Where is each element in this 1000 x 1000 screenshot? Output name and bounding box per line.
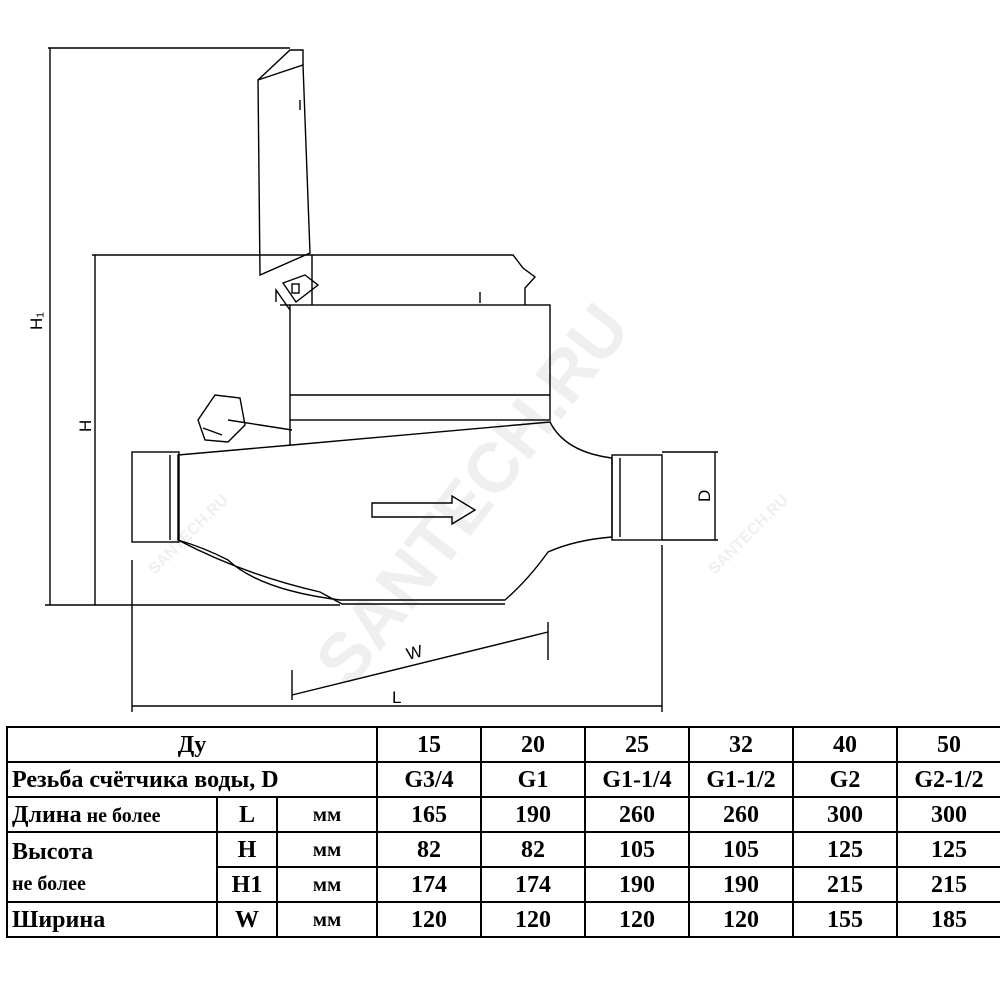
register-body (289, 304, 551, 421)
dim-label-h: H (76, 420, 95, 432)
height-value: 125 (896, 831, 1000, 868)
height-label-small: не более (12, 873, 86, 895)
height1-value: 174 (480, 866, 586, 903)
watermark-main: SANTECH.RU (300, 290, 644, 700)
height-value: 125 (792, 831, 898, 868)
dim-label-l: L (392, 688, 401, 707)
height1-value: 215 (896, 866, 1000, 903)
length-label: Длина не более (6, 796, 218, 833)
thread-value: G1-1/2 (688, 761, 794, 798)
du-value: 50 (896, 726, 1000, 763)
height1-value: 190 (688, 866, 794, 903)
register-top (312, 254, 537, 305)
thread-value: G1-1/4 (584, 761, 690, 798)
height1-symbol: H1 (216, 866, 278, 903)
length-value: 300 (896, 796, 1000, 833)
meter-lid (257, 64, 311, 277)
row-thread: Резьба счётчика воды, D G3/4 G1 G1-1/4 G… (6, 761, 1000, 798)
thread-label: Резьба счётчика воды, D (6, 761, 378, 798)
row-length: Длина не более L мм 165 190 260 260 300 … (6, 796, 1000, 833)
height-symbol: H (216, 831, 278, 868)
height-label: Высота не более (6, 831, 218, 903)
length-value: 260 (688, 796, 794, 833)
du-value: 32 (688, 726, 794, 763)
height-value: 82 (480, 831, 586, 868)
length-value: 190 (480, 796, 586, 833)
du-value: 20 (480, 726, 586, 763)
watermark-small-left: SANTECH.RU (146, 492, 232, 578)
dim-label-h1: H₁ (27, 312, 46, 330)
height-value: 105 (688, 831, 794, 868)
thread-value: G2-1/2 (896, 761, 1000, 798)
height1-value: 174 (376, 866, 482, 903)
width-value: 120 (688, 901, 794, 938)
row-height1: H1 мм 174 174 190 190 215 215 (7, 866, 1000, 903)
side-bolt (197, 394, 246, 443)
length-label-small: не более (81, 804, 161, 827)
width-value: 120 (584, 901, 690, 938)
du-value: 25 (584, 726, 690, 763)
height-value: 105 (584, 831, 690, 868)
lid-hinge (281, 274, 320, 304)
thread-value: G1 (480, 761, 586, 798)
row-width: Ширина W мм 120 120 120 120 155 185 (6, 901, 1000, 938)
left-fitting (131, 451, 180, 543)
dim-label-w: W (404, 642, 424, 664)
length-value: 260 (584, 796, 690, 833)
width-value: 185 (896, 901, 1000, 938)
height1-value: 215 (792, 866, 898, 903)
width-value: 120 (376, 901, 482, 938)
thread-value: G2 (792, 761, 898, 798)
du-value: 40 (792, 726, 898, 763)
dim-label-d: D (695, 490, 714, 502)
height-unit: мм (276, 831, 378, 868)
spec-table: Ду 15 20 25 32 40 50 Резьба счётчика вод… (6, 726, 1000, 938)
du-label: Ду (6, 726, 378, 763)
water-meter-drawing: H₁ H D W L SANTECH.RU SANTECH.RU SANTECH… (27, 47, 792, 712)
height1-unit: мм (276, 866, 378, 903)
length-symbol: L (216, 796, 278, 833)
row-du: Ду 15 20 25 32 40 50 (6, 726, 1000, 763)
right-fitting (611, 454, 663, 541)
row-height: Высота не более H мм 82 82 105 105 125 12… (6, 831, 1000, 903)
watermark-small-right: SANTECH.RU (706, 492, 792, 578)
width-value: 120 (480, 901, 586, 938)
length-value: 300 (792, 796, 898, 833)
length-label-main: Длина (12, 801, 82, 828)
lid-top-lip (257, 49, 304, 81)
height-label-main: Высота (12, 839, 94, 865)
height-value: 82 (376, 831, 482, 868)
length-unit: мм (276, 796, 378, 833)
width-value: 155 (792, 901, 898, 938)
height1-value: 190 (584, 866, 690, 903)
width-symbol: W (216, 901, 278, 938)
width-label: Ширина (6, 901, 218, 938)
du-value: 15 (376, 726, 482, 763)
thread-value: G3/4 (376, 761, 482, 798)
width-unit: мм (276, 901, 378, 938)
meter-body (177, 421, 613, 601)
flow-arrow (371, 494, 477, 526)
length-value: 165 (376, 796, 482, 833)
